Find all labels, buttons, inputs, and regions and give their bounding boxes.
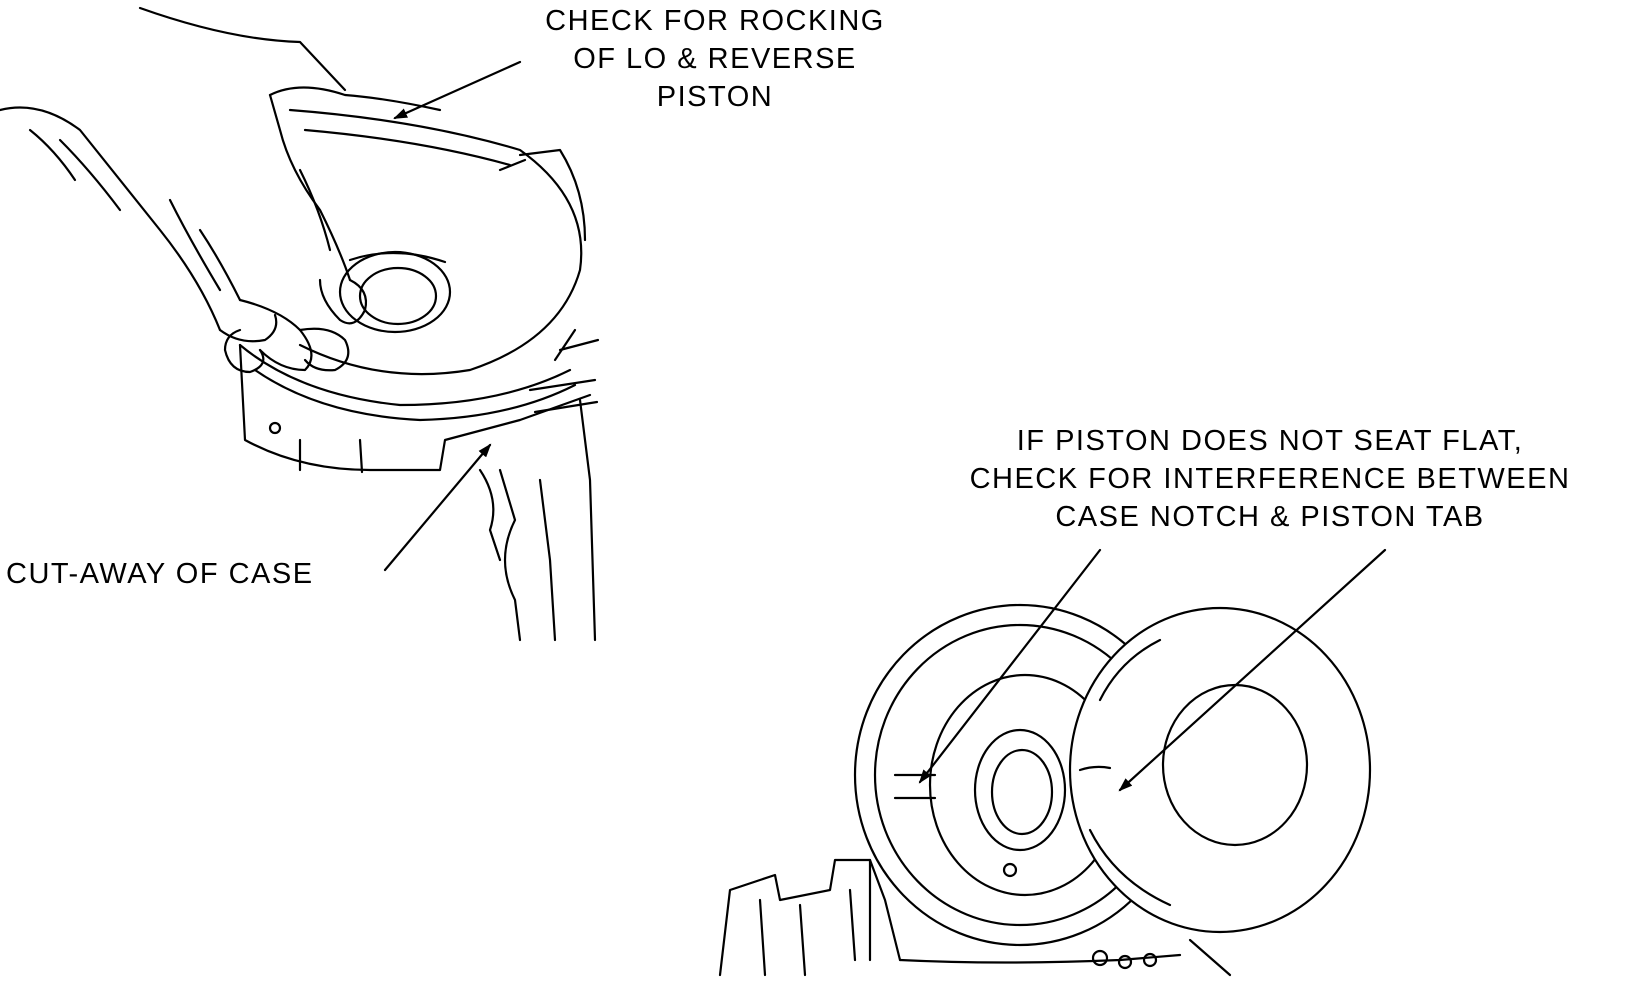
rocking-callout: CHECK FOR ROCKING OF LO & REVERSE PISTON [500,2,930,116]
interference-callout: IF PISTON DOES NOT SEAT FLAT, CHECK FOR … [920,422,1620,536]
lo-reverse-piston [288,108,587,376]
hand [0,6,442,374]
rocking-arrow [393,60,522,120]
case-housing [238,328,600,642]
cutaway-arrow [383,443,492,572]
rocking-callout-line-3: PISTON [656,81,774,113]
cutaway-callout-text: CUT-AWAY OF CASE [6,558,314,590]
left-figure [0,6,600,642]
notch-arrow [918,548,1102,784]
right-figure [718,548,1387,977]
rocking-callout-line-1: CHECK FOR ROCKING [545,5,885,37]
interference-callout-line-1: IF PISTON DOES NOT SEAT FLAT, [1016,425,1524,457]
interference-callout-line-3: CASE NOTCH & PISTON TAB [1055,501,1485,533]
interference-callout-line-2: CHECK FOR INTERFERENCE BETWEEN [969,463,1571,495]
cutaway-callout: CUT-AWAY OF CASE [6,555,314,593]
case-base [718,858,1232,977]
rocking-callout-line-2: OF LO & REVERSE [573,43,857,75]
tab-arrow [1118,548,1387,792]
piston [1068,606,1372,934]
